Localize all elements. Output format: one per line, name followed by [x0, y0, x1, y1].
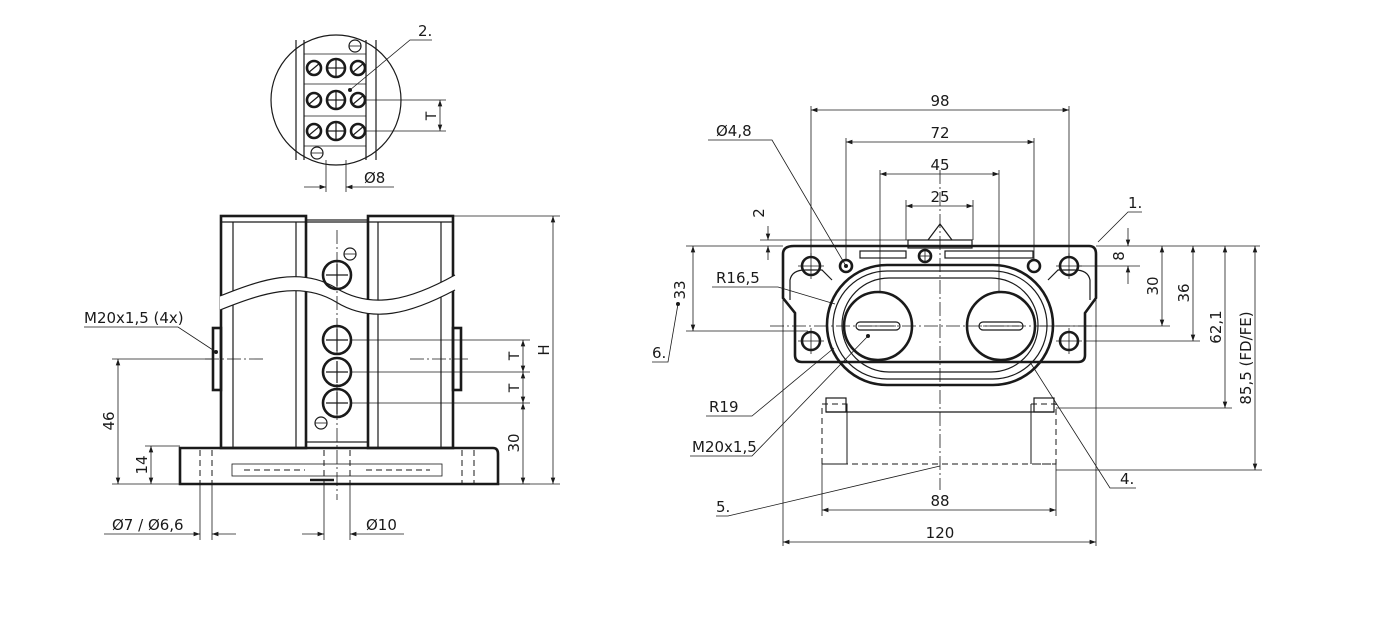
callout-2-leader: [349, 39, 432, 91]
dim-T-lower: T: [507, 383, 523, 393]
dim-88: 88: [930, 492, 949, 510]
top-view: 98 72 45 25 Ø4,8 2 1. 8 30: [652, 92, 1262, 546]
callout-1: 1.: [1128, 194, 1142, 212]
dim-H: H: [535, 344, 553, 355]
callout-5: 5.: [716, 498, 730, 516]
strip-screws: [314, 247, 357, 430]
dim-30-top: 30: [1144, 276, 1162, 295]
dim-hole-diameter: Ø7 / Ø6,6: [112, 516, 184, 534]
dim-diameter-10: Ø10: [366, 516, 397, 534]
dim-62-1: 62,1: [1207, 310, 1225, 343]
label-r16-5: R16,5: [716, 269, 760, 287]
flange-outline: [781, 244, 1098, 364]
dim-33: 33: [671, 280, 689, 299]
dim-diameter-8: Ø8: [364, 169, 385, 187]
dim-72: 72: [930, 124, 949, 142]
dim-120: 120: [926, 524, 955, 542]
terminal-screws: [305, 39, 367, 160]
side-view: M20x1,5 (4x) 46 14 T T 30 H Ø7 / Ø: [84, 214, 560, 540]
dim-36: 36: [1175, 283, 1193, 302]
base-plate: [178, 446, 500, 486]
dim-diameter-4-8: Ø4,8: [716, 122, 752, 140]
dim-46: 46: [100, 411, 118, 430]
break-line-lower: [219, 289, 456, 315]
dim-85-5: 85,5 (FD/FE): [1237, 311, 1255, 404]
label-thread-top: M20x1,5: [692, 438, 757, 456]
dim-98: 98: [930, 92, 949, 110]
callout-6: 6.: [652, 344, 666, 362]
callout-2: 2.: [418, 22, 432, 40]
label-r19: R19: [709, 398, 739, 416]
left-housing: [219, 214, 308, 450]
right-housing: [366, 214, 455, 450]
dim-2: 2: [750, 208, 768, 218]
dim-14: 14: [133, 455, 151, 474]
callout-4: 4.: [1120, 470, 1134, 488]
dim-8: 8: [1110, 251, 1128, 261]
detail-view: 2. T Ø8: [270, 22, 446, 192]
dim-25: 25: [930, 188, 949, 206]
dim-30-side: 30: [505, 433, 523, 452]
dim-T-detail: T: [424, 111, 440, 121]
label-thread-side: M20x1,5 (4x): [84, 309, 184, 327]
dim-45: 45: [930, 156, 949, 174]
dim-T-upper: T: [507, 351, 523, 361]
